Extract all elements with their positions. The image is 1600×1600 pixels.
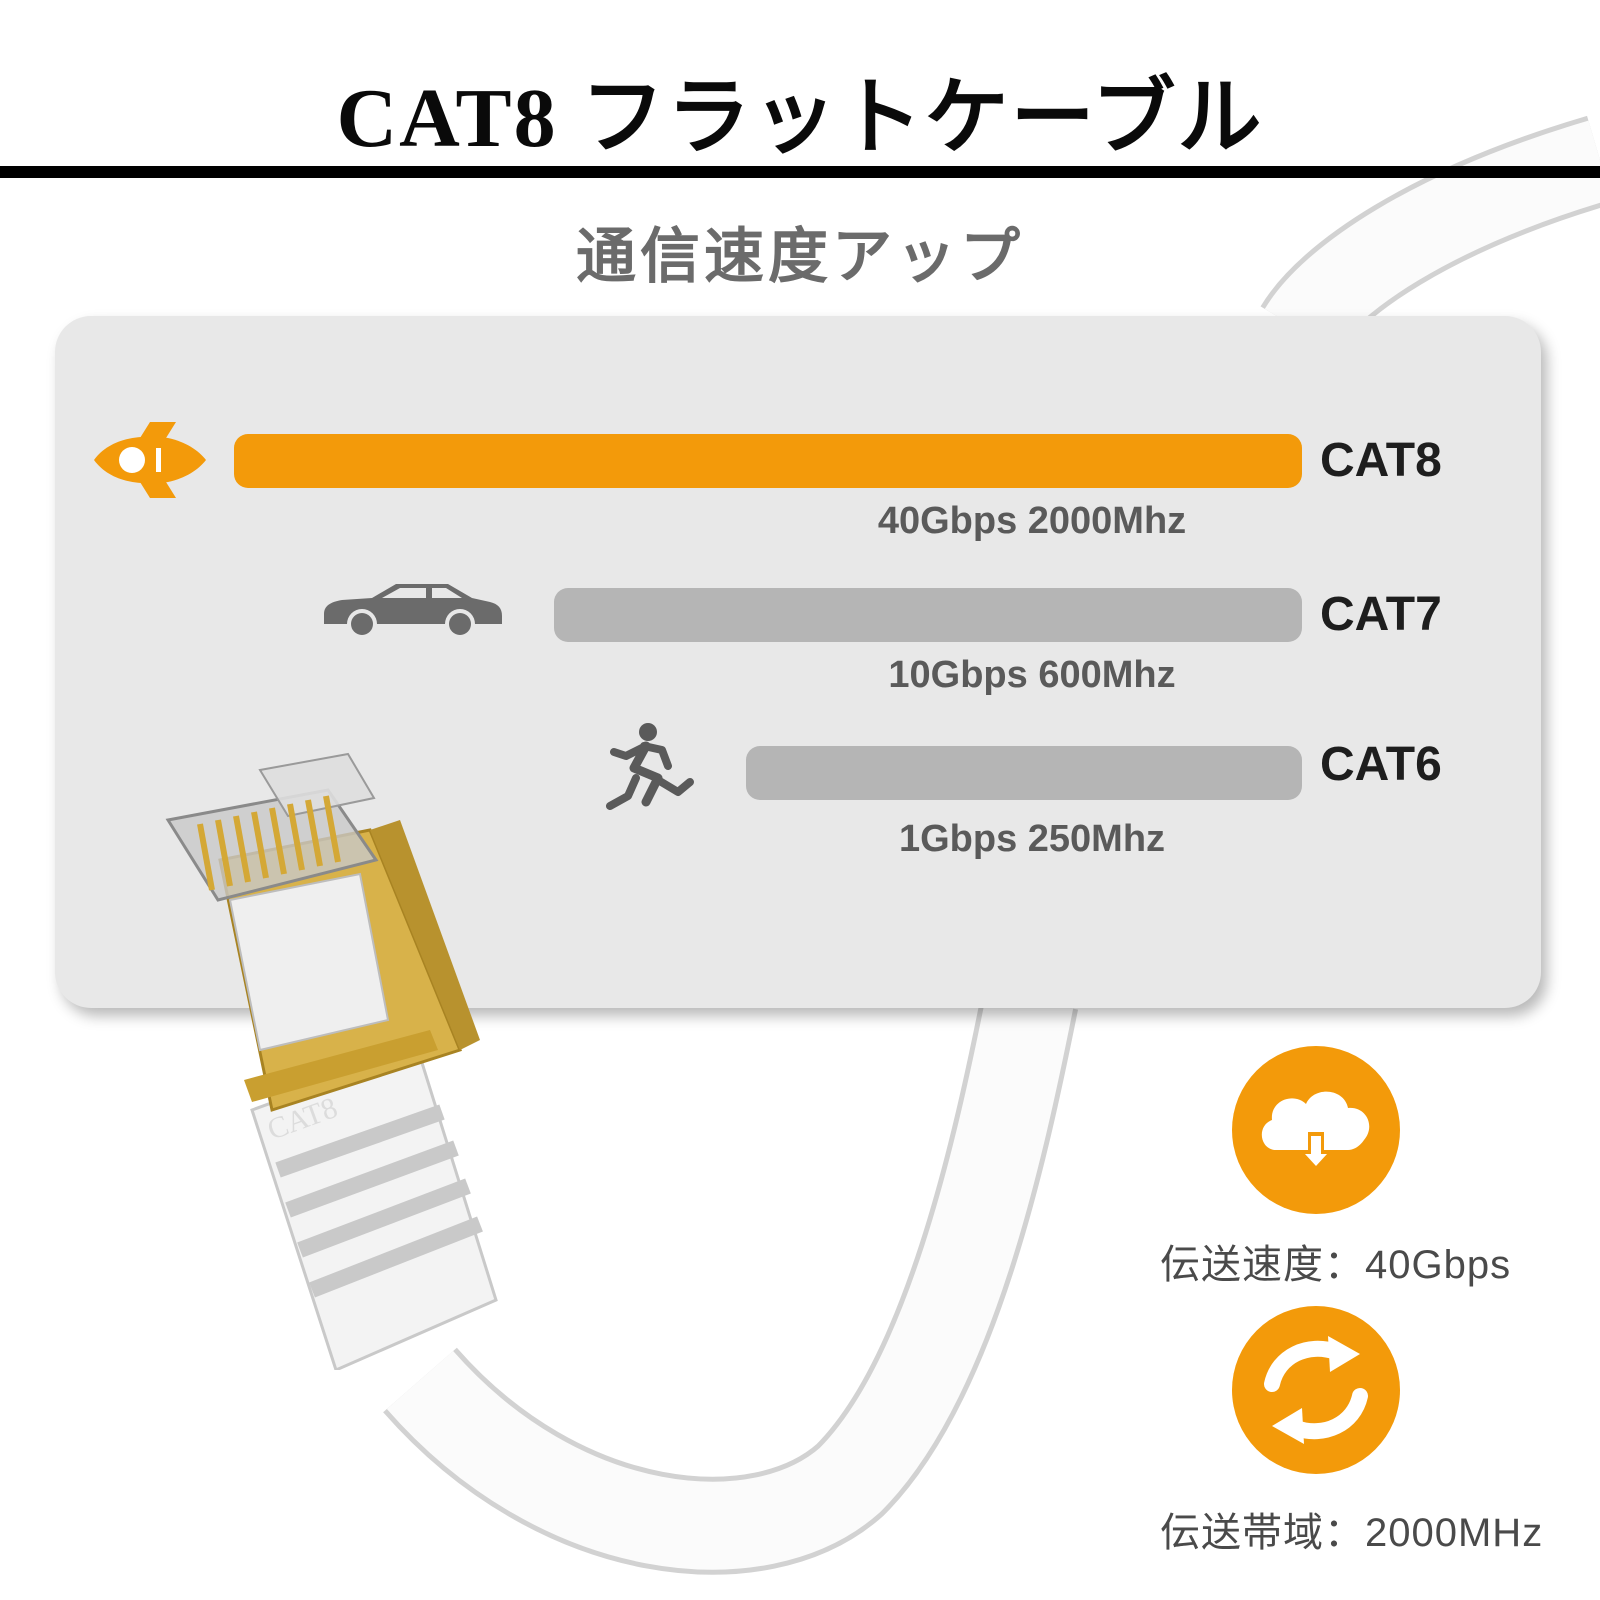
rocket-icon xyxy=(94,422,206,498)
sync-icon xyxy=(1232,1306,1400,1474)
title-divider xyxy=(0,166,1600,178)
page-subtitle: 通信速度アップ xyxy=(576,224,1024,290)
cat6-label: CAT6 xyxy=(1320,738,1442,791)
cat7-speed-bar xyxy=(554,588,1302,642)
transfer-bandwidth-text: 伝送帯域：2000MHz xyxy=(1160,1511,1544,1555)
transfer-speed-text: 伝送速度：40Gbps xyxy=(1160,1243,1512,1287)
cat7-label: CAT7 xyxy=(1320,588,1442,641)
cat8-speed-bar xyxy=(234,434,1302,488)
cat7-spec: 10Gbps 600Mhz xyxy=(888,654,1176,696)
cat8-spec: 40Gbps 2000Mhz xyxy=(877,500,1187,542)
cat6-speed-bar xyxy=(746,746,1302,800)
cat6-spec: 1Gbps 250Mhz xyxy=(898,818,1166,860)
cat8-label: CAT8 xyxy=(1320,434,1442,487)
runner-icon xyxy=(606,723,694,810)
car-icon xyxy=(324,584,502,639)
rj45-connector-illustration: CAT8 xyxy=(165,752,498,1370)
page-title: CAT8 フラットケーブル xyxy=(336,72,1264,165)
cloud-download-icon xyxy=(1232,1046,1400,1214)
